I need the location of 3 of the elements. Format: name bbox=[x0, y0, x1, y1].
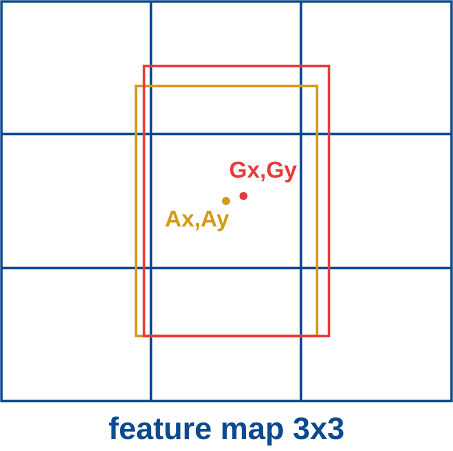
point-label: Ax,Ay bbox=[165, 210, 230, 232]
caption: feature map 3x3 bbox=[109, 416, 344, 446]
point-label: Gx,Gy bbox=[230, 162, 297, 182]
